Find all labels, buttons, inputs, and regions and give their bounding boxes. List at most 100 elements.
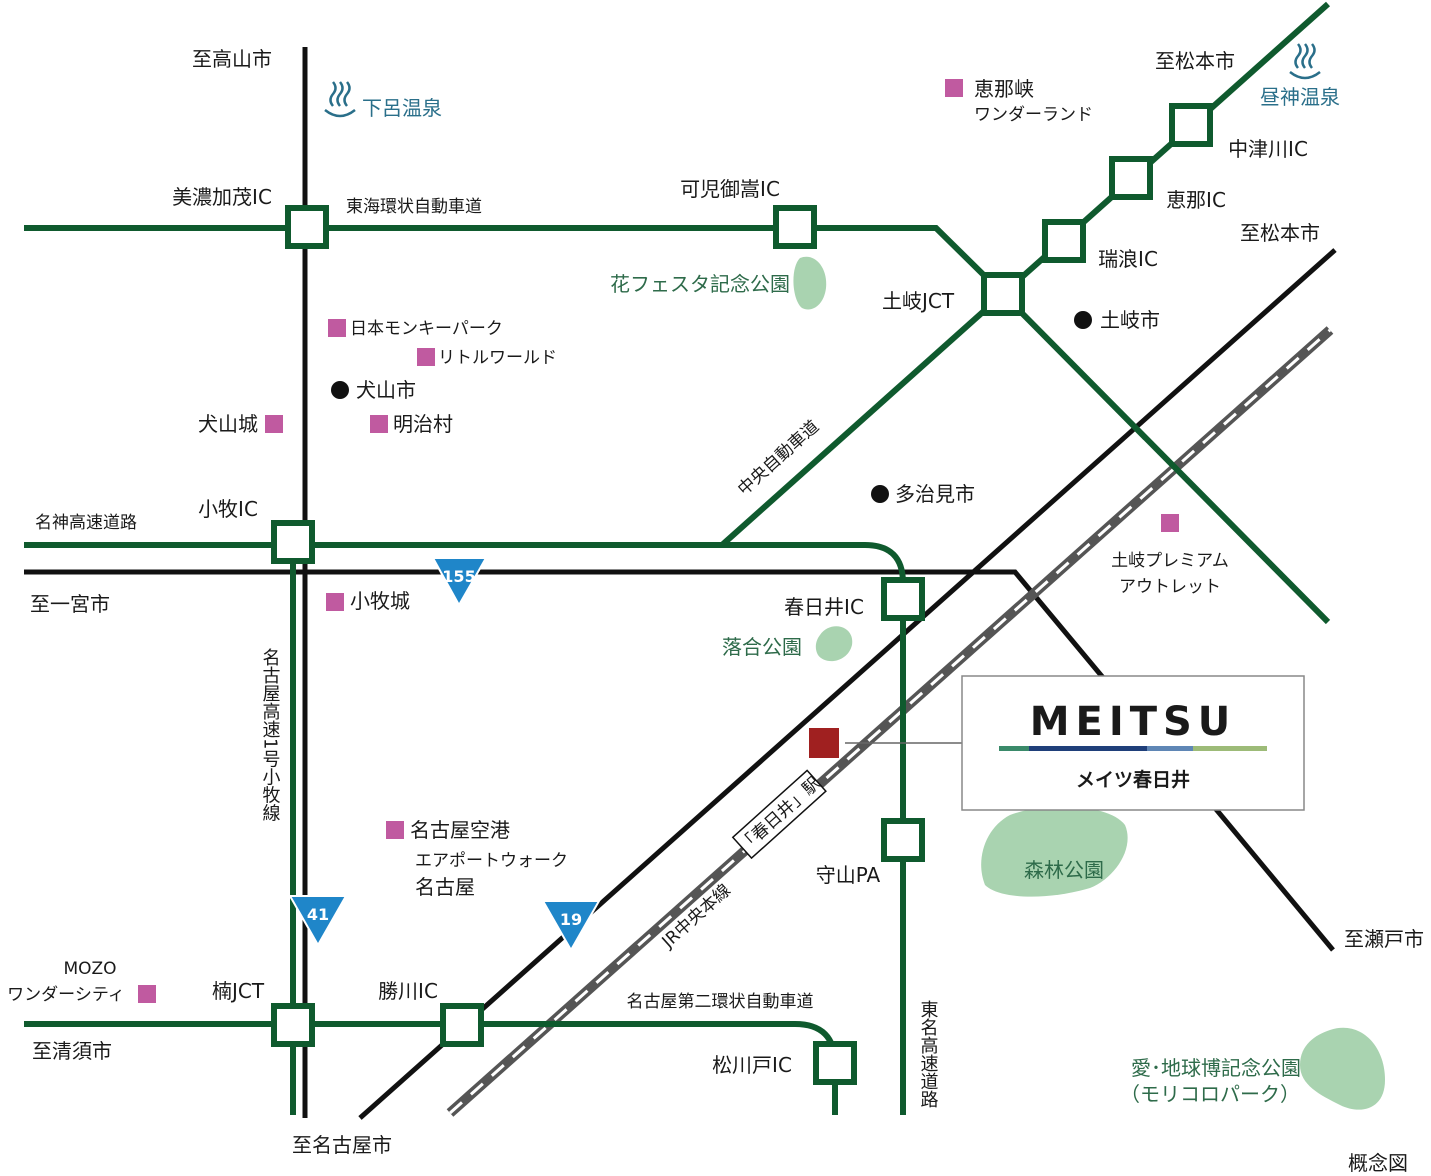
label-komaki: 小牧IC xyxy=(198,497,258,521)
park-ochiai xyxy=(815,626,853,662)
ic-nakatsugawa xyxy=(1169,103,1213,147)
route-155-label: 155 xyxy=(442,567,475,586)
property-name: メイツ春日井 xyxy=(1076,768,1190,791)
label-expo-1: 愛･地球博記念公園 xyxy=(1131,1056,1301,1080)
ic-minokamo xyxy=(285,205,329,249)
onsen-gero-label: 下呂温泉 xyxy=(362,96,442,120)
label-matsukawado: 松川戸IC xyxy=(712,1053,792,1077)
label-tomei: 東名高速道路 xyxy=(918,1000,939,1108)
label-tokai-kanjo: 東海環状自動車道 xyxy=(346,197,482,217)
dest-matsumoto-mid: 至松本市 xyxy=(1240,221,1320,245)
brand-bar-2 xyxy=(1029,746,1147,751)
label-expo-2: （モリコロパーク） xyxy=(1120,1082,1300,1106)
marker-toki-outlet xyxy=(1161,514,1179,532)
label-toki-city: 土岐市 xyxy=(1100,308,1160,332)
label-kasugai: 春日井IC xyxy=(784,595,864,619)
label-toki-jct: 土岐JCT xyxy=(882,289,955,313)
ic-komaki xyxy=(271,520,315,564)
dot-inuyama xyxy=(331,381,349,399)
label-ena: 恵那IC xyxy=(1166,188,1226,212)
brand-bar-3 xyxy=(1147,746,1193,751)
label-kachigawa: 勝川IC xyxy=(378,979,438,1003)
label-toki-outlet-2: アウトレット xyxy=(1119,577,1221,597)
road-tokai-kanjo xyxy=(24,225,1006,297)
route-sign-19 xyxy=(541,900,601,953)
route-sign-41 xyxy=(288,895,348,948)
label-hana-festa: 花フェスタ記念公園 xyxy=(610,272,790,296)
parks xyxy=(793,256,1385,1110)
label-inuyama-city: 犬山市 xyxy=(356,378,416,402)
label-tajimi-city: 多治見市 xyxy=(895,482,975,506)
dest-kiyosu: 至清須市 xyxy=(32,1039,112,1063)
label-ena-kyo-2: ワンダーランド xyxy=(974,105,1093,125)
dest-seto: 至瀬戸市 xyxy=(1344,927,1424,951)
label-nagoya-1: 名古屋高速1号小牧線 xyxy=(260,648,281,822)
marker-komaki-castle xyxy=(326,593,344,611)
spot-markers xyxy=(138,79,1179,1003)
ic-kusunoki xyxy=(271,1003,315,1047)
label-ena-kyo-1: 恵那峡 xyxy=(974,77,1034,101)
road-chuo-sw xyxy=(720,291,1005,548)
label-airport-3: 名古屋 xyxy=(415,875,475,899)
ic-kasugai xyxy=(881,577,925,621)
marker-meiji-mura xyxy=(370,415,388,433)
label-minokamo: 美濃加茂IC xyxy=(172,185,272,209)
label-meiji-mura: 明治村 xyxy=(393,412,453,436)
property-brand: MEITSU xyxy=(1030,699,1237,745)
label-shinrin: 森林公園 xyxy=(1024,858,1104,882)
park-shinrin xyxy=(981,806,1128,897)
park-expo xyxy=(1300,1027,1385,1110)
label-chuo: 中央自動車道 xyxy=(734,417,823,500)
label-little-world: リトルワールド xyxy=(438,348,557,368)
route-sign-155 xyxy=(431,557,488,608)
station-label: 「春日井」駅 xyxy=(731,769,827,860)
dest-ichinomiya: 至一宮市 xyxy=(30,592,110,616)
onsen-gero-icon xyxy=(324,81,356,118)
road-diagonal xyxy=(358,248,1337,1120)
label-airport-1: 名古屋空港 xyxy=(410,818,510,842)
dot-tajimi xyxy=(871,485,889,503)
ic-matsukawado xyxy=(813,1041,857,1085)
label-toki-outlet-1: 土岐プレミアム xyxy=(1111,551,1229,571)
dest-takayama: 至高山市 xyxy=(192,47,272,71)
label-kanimitake: 可児御嵩IC xyxy=(680,177,780,201)
label-airport-2: エアポートウォーク xyxy=(415,851,568,871)
label-moriyama: 守山PA xyxy=(816,863,881,887)
label-meishin: 名神高速道路 xyxy=(35,513,137,533)
marker-little-world xyxy=(417,348,435,366)
label-inuyama-castle: 犬山城 xyxy=(198,412,258,436)
label-mizunami: 瑞浪IC xyxy=(1098,247,1158,271)
dot-toki xyxy=(1074,311,1092,329)
route-19-label: 19 xyxy=(560,910,582,929)
ic-toki-jct xyxy=(981,272,1025,316)
ic-mizunami xyxy=(1042,219,1086,263)
park-hana-festa xyxy=(793,256,827,310)
label-monkey-park: 日本モンキーパーク xyxy=(350,319,503,339)
interchange-boxes xyxy=(271,103,1213,1085)
station-name: 「春日井」駅 xyxy=(735,773,824,856)
road-to-seto xyxy=(1213,806,1335,952)
route-signs: 155 41 19 xyxy=(288,557,601,953)
dest-matsumoto-top: 至松本市 xyxy=(1155,49,1235,73)
label-ochiai: 落合公園 xyxy=(722,635,802,659)
jr-chuo-line xyxy=(446,326,1334,1117)
route-41-label: 41 xyxy=(307,905,329,924)
marker-ena-kyo xyxy=(945,79,963,97)
marker-airport xyxy=(386,821,404,839)
label-mozo-2: ワンダーシティ xyxy=(7,985,125,1005)
ic-kanimitake xyxy=(773,205,817,249)
map-note: 概念図 xyxy=(1348,1151,1408,1175)
label-mozo-1: MOZO xyxy=(63,959,116,979)
ic-kachigawa xyxy=(440,1003,484,1047)
brand-bar-4 xyxy=(1193,746,1267,751)
onsen-hirugami-icon xyxy=(1289,43,1321,80)
brand-bar-1 xyxy=(999,746,1029,751)
label-daini-kanjo: 名古屋第二環状自動車道 xyxy=(627,992,814,1012)
marker-inuyama-castle xyxy=(265,415,283,433)
road-route19 xyxy=(24,569,1107,682)
ic-ena xyxy=(1109,156,1153,200)
label-kusunoki: 楠JCT xyxy=(212,979,265,1003)
property-card: MEITSU メイツ春日井 xyxy=(961,675,1305,811)
ic-moriyama xyxy=(881,818,925,862)
